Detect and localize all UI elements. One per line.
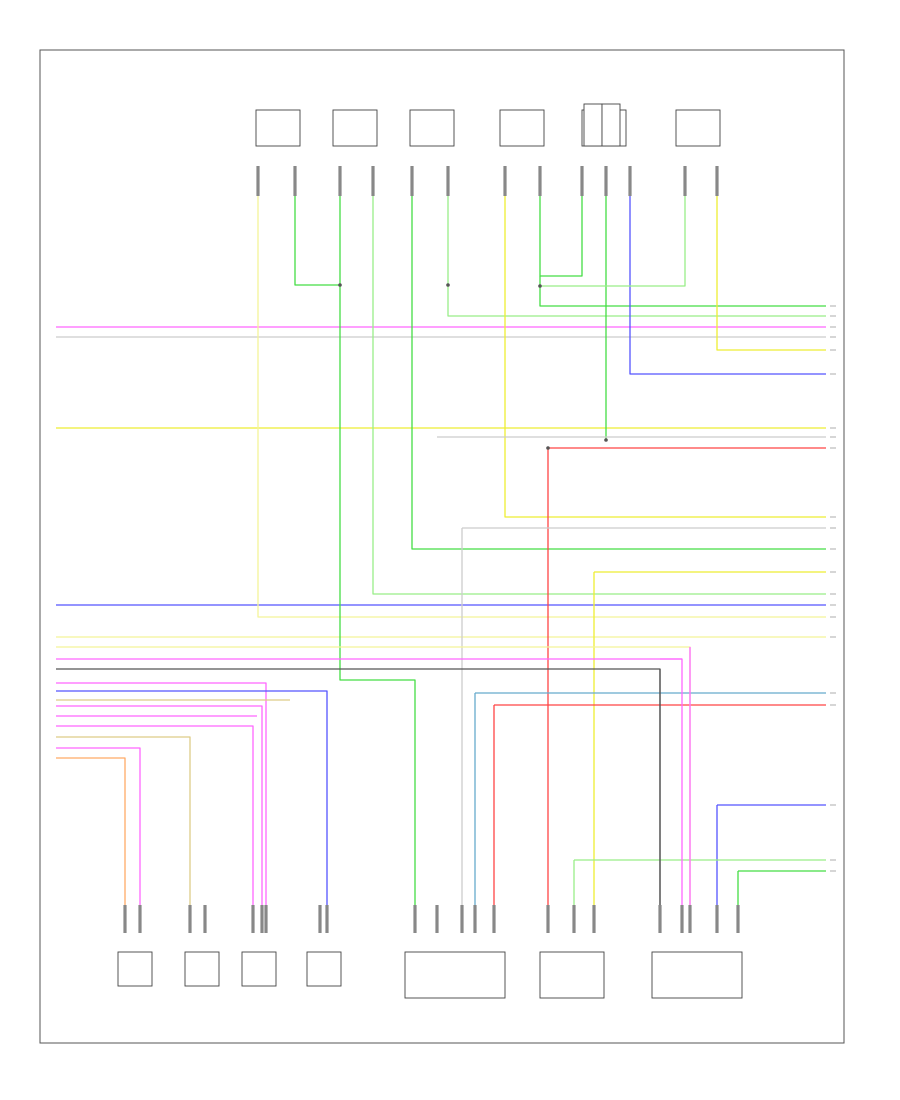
top-component-4 <box>499 109 545 147</box>
connector-pin <box>604 166 608 196</box>
wire-green-3 <box>372 196 826 595</box>
wire-blue-7 <box>629 196 826 375</box>
wire-lower-11 <box>56 757 126 915</box>
wire-green-1 <box>294 196 340 286</box>
wire-green-2 <box>339 196 416 915</box>
connector-pin <box>123 905 127 933</box>
connector-pin <box>628 166 632 196</box>
connector-pin <box>715 166 719 196</box>
connector-pin <box>188 905 192 933</box>
connector-pin <box>580 166 584 196</box>
wire-yellow-8 <box>716 196 826 351</box>
wire-lower-4 <box>56 690 328 915</box>
bottom-component-2 <box>184 951 220 987</box>
connector-pin <box>138 905 142 933</box>
bottom-component-5 <box>404 951 506 999</box>
connector-pin <box>446 166 450 196</box>
connector-pin <box>203 905 207 933</box>
wire-green-8 <box>540 196 686 287</box>
connector-pin <box>260 905 264 933</box>
connector-pin <box>658 905 662 933</box>
connector-pin <box>592 905 596 933</box>
connector-pin <box>371 166 375 196</box>
splice-dot <box>546 446 550 450</box>
connector-pin <box>688 905 692 933</box>
bottom-component-3 <box>241 951 277 987</box>
wire-lower-8 <box>56 725 254 915</box>
connector-pin <box>460 905 464 933</box>
splice-dot <box>604 438 608 442</box>
connector-pin <box>572 905 576 933</box>
top-component-3 <box>409 109 455 147</box>
wire-green-4 <box>411 196 826 550</box>
wire-yellow-5 <box>504 196 826 518</box>
connector-pin <box>325 905 329 933</box>
wire-layer <box>56 196 836 915</box>
connector-pin <box>251 905 255 933</box>
top-component-5-inner <box>583 103 603 147</box>
wire-lower-1 <box>56 658 683 915</box>
splice-dot <box>538 284 542 288</box>
bottom-component-7 <box>651 951 743 999</box>
top-component-1 <box>255 109 301 147</box>
top-component-2 <box>332 109 378 147</box>
wire-green-6b <box>539 276 826 307</box>
bottom-component-6 <box>539 951 605 999</box>
splice-dot <box>338 283 342 287</box>
top-component-6 <box>675 109 721 147</box>
wire-green-6 <box>539 196 583 277</box>
connector-pin <box>546 905 550 933</box>
wire-lower-9 <box>56 736 191 915</box>
bottom-component-1 <box>117 951 153 987</box>
splice-dot <box>446 283 450 287</box>
wire-lower-6 <box>56 705 263 915</box>
connector-pin <box>680 905 684 933</box>
connector-pin <box>473 905 477 933</box>
connector-pin <box>435 905 439 933</box>
connector-pin <box>256 166 260 196</box>
top-component-5-inner-b <box>601 103 621 147</box>
diagram-frame <box>39 49 845 1044</box>
wire-lower-10 <box>56 747 141 915</box>
wire-lightyellow-1 <box>257 196 826 618</box>
connector-pin <box>736 905 740 933</box>
bottom-component-4 <box>306 951 342 987</box>
wire-lightgreen-5 <box>447 196 826 317</box>
connector-pin <box>683 166 687 196</box>
component-layer <box>117 103 743 999</box>
connector-pin <box>410 166 414 196</box>
connector-pin <box>492 905 496 933</box>
wire-lower-3 <box>56 682 267 915</box>
wire-lower-0 <box>56 646 691 915</box>
connector-pin <box>715 905 719 933</box>
connector-pin <box>293 166 297 196</box>
connector-pin <box>318 905 322 933</box>
connector-pin <box>503 166 507 196</box>
connector-pin <box>538 166 542 196</box>
connector-pin <box>338 166 342 196</box>
connector-pin <box>264 905 268 933</box>
connector-pin <box>413 905 417 933</box>
